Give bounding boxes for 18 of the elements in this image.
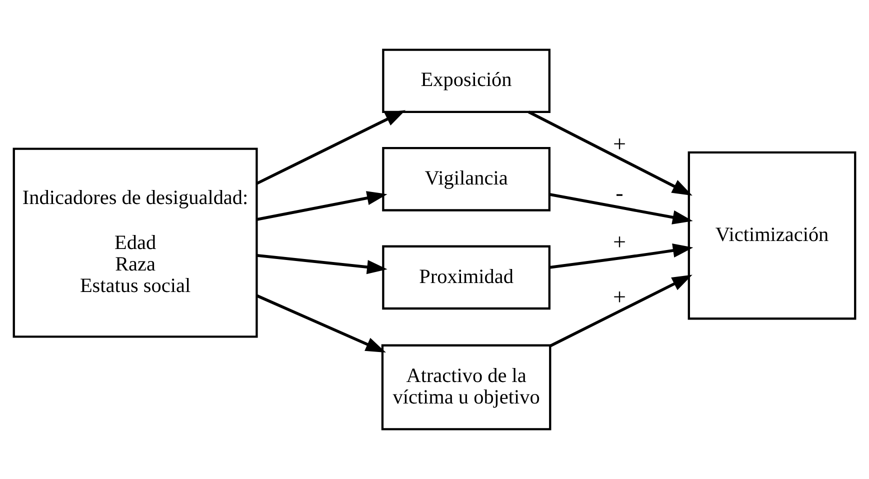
edge-label: + [612,284,626,311]
edge-label: + [612,230,626,256]
arrow [549,244,694,269]
node-box: Victimización [688,151,856,320]
arrow [256,254,388,274]
node-box: Vigilancia [382,146,550,212]
arrow [528,110,692,196]
edge-label: - [616,180,624,207]
node-box: Indicadores de desigualdad: Edad Raza Estatus social [12,148,258,338]
arrow [550,274,692,348]
node-box: Atractivo de la víctima u objetivo [381,344,552,430]
edge-label: + [612,131,626,158]
node-box: Exposición [382,48,550,114]
arrow [256,110,406,185]
arrow [256,191,388,221]
node-box: Proximidad [382,245,550,310]
arrow [256,294,386,353]
arrow [549,192,693,224]
